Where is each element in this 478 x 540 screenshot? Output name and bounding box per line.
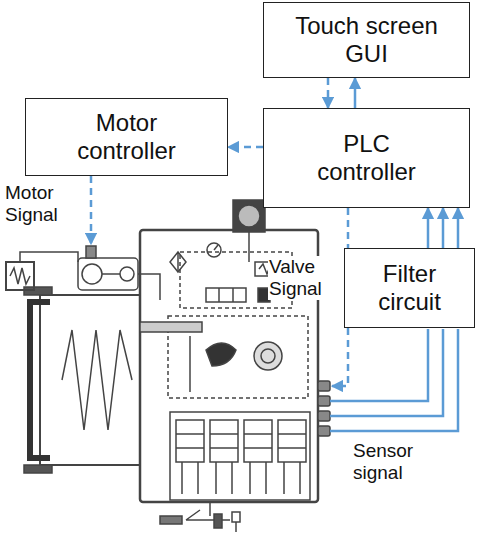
hydraulic-unit-part bbox=[176, 420, 204, 462]
signal-name: Motor Signal bbox=[4, 182, 78, 226]
hydraulic-unit-part bbox=[24, 465, 52, 473]
hydraulic-unit-part bbox=[176, 433, 306, 435]
hydraulic-unit bbox=[6, 200, 330, 532]
hydraulic-unit-part bbox=[10, 268, 30, 284]
process-box: Touch screen GUI bbox=[263, 2, 470, 78]
hydraulic-unit-part bbox=[318, 411, 330, 421]
hydraulic-unit-part bbox=[244, 420, 272, 462]
hydraulic-unit-part bbox=[20, 252, 78, 262]
hydraulic-unit-part bbox=[214, 514, 222, 528]
hydraulic-unit-part bbox=[120, 267, 134, 281]
motor-signal-wire bbox=[90, 176, 93, 244]
hydraulic-unit-part bbox=[238, 205, 260, 227]
hydraulic-unit-part bbox=[318, 381, 330, 391]
hydraulic-unit-part bbox=[210, 420, 238, 462]
hydraulic-unit-part bbox=[62, 330, 132, 430]
hydraulic-unit-part bbox=[86, 246, 96, 258]
hydraulic-unit-part bbox=[177, 252, 179, 272]
hydraulic-unit-part bbox=[254, 342, 282, 370]
hydraulic-unit-part bbox=[218, 288, 220, 302]
hydraulic-unit-part bbox=[140, 322, 202, 332]
signal-arrow bbox=[427, 208, 430, 248]
hydraulic-unit-part bbox=[189, 336, 191, 392]
hydraulic-unit-part bbox=[278, 420, 306, 462]
hydraulic-unit-part bbox=[232, 288, 234, 302]
box-label: Touch screen GUI bbox=[287, 12, 447, 67]
signal-name: Sensor signal bbox=[352, 440, 438, 484]
hydraulic-unit-part bbox=[102, 273, 120, 275]
hydraulic-unit-part bbox=[186, 510, 230, 520]
hydraulic-unit-part bbox=[235, 522, 237, 532]
hydraulic-unit-part bbox=[261, 349, 275, 363]
hydraulic-unit-part bbox=[40, 295, 140, 465]
signal-wires bbox=[91, 176, 458, 431]
hydraulic-unit-part bbox=[138, 274, 160, 300]
hydraulic-unit-part bbox=[318, 426, 330, 436]
process-box: PLC controller bbox=[263, 108, 470, 208]
hydraulic-unit-part bbox=[209, 502, 211, 516]
hydraulic-unit-part bbox=[30, 302, 50, 458]
hydraulic-unit-part bbox=[160, 516, 182, 524]
hydraulic-unit-part bbox=[318, 396, 330, 406]
box-label: PLC controller bbox=[302, 130, 432, 185]
hydraulic-unit-part bbox=[182, 462, 300, 494]
hydraulic-unit-part bbox=[207, 243, 221, 257]
process-box: Filter circuit bbox=[344, 248, 475, 328]
sensor-wire bbox=[330, 329, 428, 401]
sensor-wire bbox=[330, 329, 458, 431]
signal-arrow bbox=[457, 208, 460, 248]
signal-arrow bbox=[327, 78, 330, 108]
hydraulic-unit-part bbox=[206, 288, 246, 302]
box-label: Motor controller bbox=[62, 109, 192, 164]
hydraulic-unit-part bbox=[170, 412, 310, 500]
hydraulic-unit-part bbox=[176, 447, 306, 449]
hydraulic-unit-part bbox=[206, 343, 236, 366]
hydraulic-unit-part bbox=[170, 252, 186, 272]
hydraulic-unit-part bbox=[82, 264, 102, 284]
signal-name: Valve Signal bbox=[268, 256, 332, 300]
signal-arrow bbox=[228, 146, 263, 149]
hydraulic-unit-part bbox=[232, 512, 240, 522]
hydraulic-unit-part bbox=[78, 258, 138, 290]
signal-arrow bbox=[354, 78, 357, 108]
sensor-wire bbox=[330, 329, 443, 416]
process-box: Motor controller bbox=[25, 98, 228, 176]
signal-arrow bbox=[442, 208, 445, 248]
hydraulic-unit-part bbox=[214, 245, 218, 250]
hydraulic-unit-part bbox=[233, 200, 265, 232]
hydraulic-unit-part bbox=[248, 232, 250, 262]
hydraulic-unit-part bbox=[6, 262, 34, 290]
box-label: Filter circuit bbox=[364, 260, 456, 315]
